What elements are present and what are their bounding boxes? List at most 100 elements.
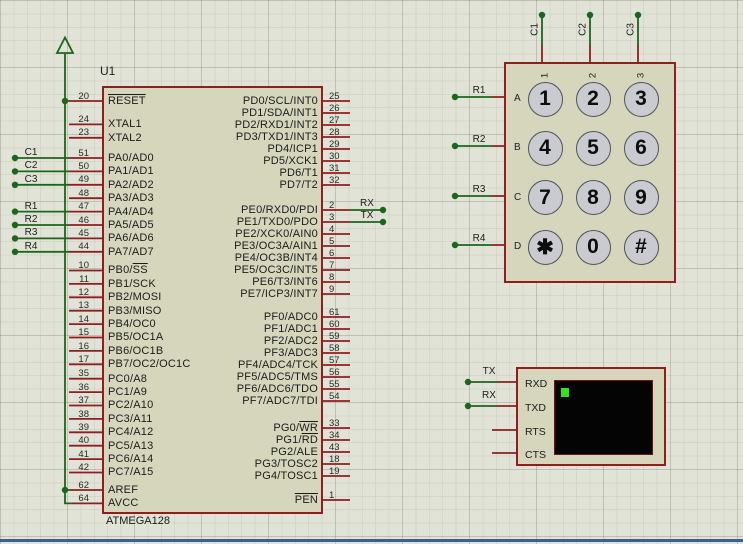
- chip-pin[interactable]: 36 PC1/A9: [60, 383, 323, 399]
- chip-pin[interactable]: 26 PD1/SDA/INT1: [103, 103, 350, 119]
- chip-pin[interactable]: 49 PA2/AD2: [60, 175, 323, 191]
- chip-pin[interactable]: 7 PE5/OC3C/INT5: [103, 260, 350, 276]
- chip-left-wires[interactable]: [15, 157, 69, 253]
- wire-label[interactable]: R2: [24, 214, 38, 225]
- chip-pin[interactable]: 59 PF2/ADC2: [103, 331, 350, 347]
- wire-label[interactable]: R4: [472, 233, 486, 244]
- chip-pin[interactable]: 19 PG4/TOSC1: [103, 466, 350, 482]
- keypad-key[interactable]: 9: [623, 180, 659, 216]
- keypad-key[interactable]: 4: [527, 130, 563, 166]
- chip-pin[interactable]: 54 PF7/ADC7/TDI: [103, 391, 350, 407]
- chip-pin[interactable]: 48 PA3/AD3: [60, 189, 323, 205]
- wire-label[interactable]: C1: [529, 23, 541, 36]
- chip-pin[interactable]: 1 PEN: [103, 490, 350, 506]
- chip-pin[interactable]: 42 PC7/A15: [60, 463, 323, 479]
- chip-pin[interactable]: 16 PB6/OC1B: [60, 341, 323, 357]
- chip-pin[interactable]: 4 PE2/XCK0/AIN0: [103, 224, 350, 240]
- wire-label[interactable]: C2: [24, 160, 38, 172]
- chip-pin[interactable]: 17 PB7/OC2/OC1C: [60, 355, 323, 371]
- keypad-key[interactable]: 7: [527, 180, 563, 216]
- chip-pin[interactable]: 58 PF3/ADC3: [103, 343, 350, 359]
- chip-pin[interactable]: 24 XTAL1: [60, 115, 323, 131]
- chip-pin[interactable]: 20 RESET: [60, 91, 323, 107]
- chip-pin[interactable]: 28 PD3/TXD1/INT3: [103, 127, 350, 143]
- wire-label[interactable]: R1: [472, 85, 486, 96]
- chip-pin[interactable]: 23 XTAL2: [60, 128, 323, 144]
- chip-pin[interactable]: 15 PB5/OC1A: [60, 328, 323, 344]
- keypad-key[interactable]: 5: [575, 130, 611, 166]
- chip-pin[interactable]: 33 PG0/WR: [103, 418, 350, 434]
- chip-pin[interactable]: 35 PC0/A8: [60, 369, 323, 385]
- wire-label[interactable]: TX: [482, 365, 496, 377]
- keypad-key[interactable]: 3: [623, 81, 659, 117]
- chip-pin[interactable]: 55 PF6/ADC6/TDO: [103, 379, 350, 395]
- chip-pin[interactable]: 30 PD5/XCK1: [103, 151, 350, 167]
- chip-pin[interactable]: 45 PA6/AD6: [60, 229, 323, 245]
- chip-pin[interactable]: 44 PA7/AD7: [60, 242, 323, 258]
- wire-label[interactable]: C1: [24, 147, 38, 158]
- chip-pin[interactable]: 40 PC5/A13: [60, 436, 323, 452]
- virtual-terminal-body[interactable]: RXD TXD RTS CTS: [516, 367, 666, 466]
- chip-pin[interactable]: 12 PB2/MOSI: [60, 288, 323, 304]
- chip-pin[interactable]: 61 PF0/ADC0: [103, 307, 350, 323]
- chip-pin[interactable]: 64 AVCC: [60, 494, 323, 510]
- wire-label[interactable]: R3: [24, 227, 38, 239]
- wire-label[interactable]: RX: [360, 197, 374, 209]
- wire-label[interactable]: C3: [625, 23, 637, 36]
- keypad-key[interactable]: ✱: [527, 229, 563, 265]
- chip-pin[interactable]: 56 PF5/ADC5/TMS: [103, 367, 350, 383]
- chip-pin[interactable]: 47 PA4/AD4: [60, 202, 323, 218]
- wire-label[interactable]: R4: [24, 240, 38, 252]
- chip-pin[interactable]: 32 PD7/T2: [103, 175, 350, 191]
- terminal-wires[interactable]: [468, 381, 517, 454]
- keypad-key[interactable]: #: [623, 229, 659, 265]
- chip-pin[interactable]: 51 PA0/AD0: [60, 148, 323, 164]
- chip-pin[interactable]: 14 PB4/OC0: [60, 315, 323, 331]
- chip-pin[interactable]: 29 PD4/ICP1: [103, 139, 350, 155]
- keypad-key[interactable]: 6: [623, 130, 659, 166]
- chip-pin[interactable]: 37 PC2/A10: [60, 396, 323, 412]
- chip-pin[interactable]: 27 PD2/RXD1/INT2: [103, 115, 350, 131]
- chip-pin[interactable]: 18 PG3/TOSC2: [103, 454, 350, 470]
- chip-pin[interactable]: 39 PC4/A12: [60, 423, 323, 439]
- chip-left-pin-stubs[interactable]: [69, 100, 103, 505]
- chip-pin[interactable]: 6 PE4/OC3B/INT4: [103, 248, 350, 264]
- wire-label[interactable]: TX: [360, 209, 374, 221]
- keypad-key[interactable]: 1: [527, 81, 563, 117]
- wire-label[interactable]: R2: [472, 134, 486, 145]
- wire-label[interactable]: C2: [577, 23, 589, 36]
- wire-label[interactable]: R3: [472, 184, 486, 195]
- chip-pin[interactable]: 46 PA5/AD5: [60, 215, 323, 231]
- chip-right-pin-stubs[interactable]: [323, 100, 350, 501]
- chip-pin[interactable]: 41 PC6/A14: [60, 449, 323, 465]
- chip-pin[interactable]: 50 PA1/AD1: [60, 162, 323, 178]
- chip-pin[interactable]: 60 PF1/ADC1: [103, 319, 350, 335]
- chip-pin[interactable]: 3 PE1/TXD0/PDO: [103, 212, 350, 228]
- chip-pin[interactable]: 13 PB3/MISO: [60, 301, 323, 317]
- chip-pin[interactable]: 62 AREF: [60, 480, 323, 496]
- terminal-screen[interactable]: [554, 380, 653, 455]
- keypad-body[interactable]: 1 2 3 A B C D 1: [504, 62, 676, 283]
- chip-pin[interactable]: 38 PC3/A11: [60, 409, 323, 425]
- chip-pin[interactable]: 2 PE0/RXD0/PDI: [103, 200, 350, 216]
- chip-pin[interactable]: 25 PD0/SCL/INT0: [103, 91, 350, 107]
- wire-label[interactable]: R1: [24, 200, 38, 212]
- chip-pin[interactable]: 11 PB1/SCK: [60, 274, 323, 290]
- wire-label[interactable]: C3: [24, 173, 38, 185]
- rx-tx-wires[interactable]: [350, 209, 383, 223]
- keypad-wires[interactable]: [455, 15, 639, 246]
- chip-pin[interactable]: 9 PE7/ICP3/INT7: [103, 284, 350, 300]
- wire-label[interactable]: RX: [482, 389, 496, 401]
- keypad-key[interactable]: 2: [575, 81, 611, 117]
- chip-pin[interactable]: 31 PD6/T1: [103, 163, 350, 179]
- chip-pin[interactable]: 57 PF4/ADC4/TCK: [103, 355, 350, 371]
- chip-pin[interactable]: 10 PB0/SS: [60, 261, 323, 277]
- chip-pin[interactable]: 8 PE6/T3/INT6: [103, 272, 350, 288]
- mcu-body[interactable]: [102, 86, 323, 514]
- keypad-key[interactable]: 0: [575, 229, 611, 265]
- keypad-key[interactable]: 8: [575, 180, 611, 216]
- chip-pin[interactable]: 34 PG1/RD: [103, 430, 350, 446]
- chip-pin[interactable]: 5 PE3/OC3A/AIN1: [103, 236, 350, 252]
- chip-pin[interactable]: 43 PG2/ALE: [103, 442, 350, 458]
